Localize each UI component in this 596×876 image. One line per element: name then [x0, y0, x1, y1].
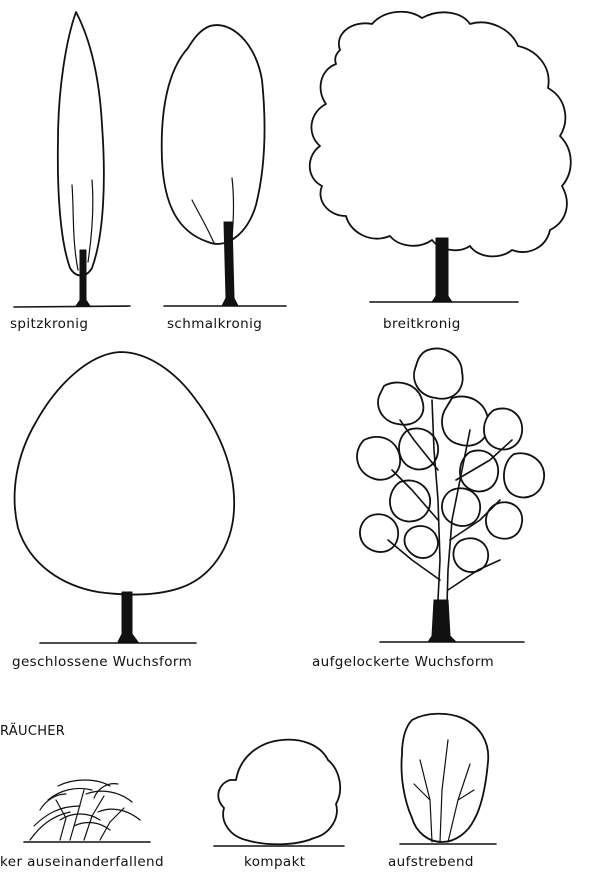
tree-breitkronig-drawing [310, 12, 571, 302]
label-geschlossene-wuchsform: geschlossene Wuchsform [12, 654, 192, 670]
label-spitzkronig: spitzkronig [10, 316, 88, 332]
shrub-aufstrebend-drawing [400, 714, 496, 844]
label-schmalkronig: schmalkronig [167, 316, 262, 332]
tree-schmalkronig-drawing [162, 25, 286, 306]
label-aufstrebend: aufstrebend [388, 854, 474, 870]
label-kompakt: kompakt [244, 854, 306, 870]
label-breitkronig: breitkronig [383, 316, 461, 332]
tree-spitzkronig-drawing [14, 12, 130, 307]
label-auseinanderfallend: ker auseinanderfallend [0, 854, 164, 870]
shrub-kompakt-drawing [214, 740, 344, 846]
shrub-auseinanderfallend-drawing [24, 780, 150, 842]
section-title-straeucher: RÄUCHER [0, 724, 65, 739]
tree-aufgelockerte-drawing [357, 348, 544, 642]
label-aufgelockerte-wuchsform: aufgelockerte Wuchsform [312, 654, 494, 670]
tree-geschlossene-drawing [15, 352, 235, 643]
